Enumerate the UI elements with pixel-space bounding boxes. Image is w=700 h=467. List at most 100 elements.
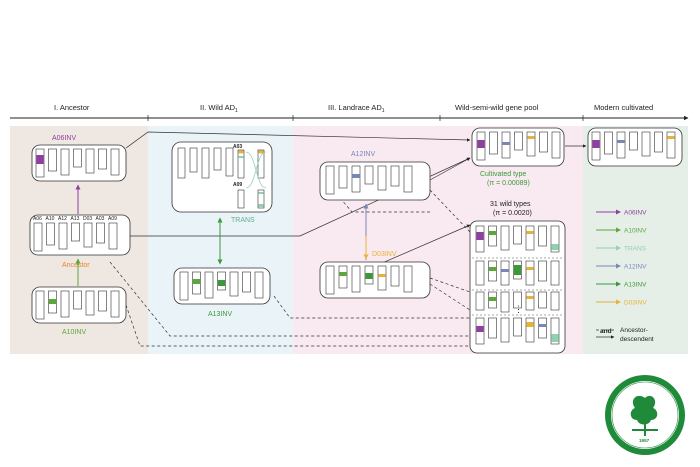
chr-label-a03: A03 (233, 144, 242, 150)
chromosome (550, 317, 560, 345)
chromosome (604, 131, 613, 155)
wild-types-label: 31 wild types (490, 201, 531, 208)
genome-landrace-a12inv (319, 161, 431, 201)
chromosome-label-a13: A13 (71, 216, 80, 222)
inversion-segment (488, 231, 497, 235)
chromosome (513, 291, 522, 309)
genome-a10inv (31, 286, 127, 324)
stage-title-modern: Modern cultivated (594, 103, 653, 112)
chromosome (616, 131, 626, 159)
chromosome (513, 225, 522, 245)
trans-connector (245, 151, 267, 189)
inversion-segment (488, 297, 497, 301)
chromosome (525, 291, 535, 311)
legend-relation-1: Ancestor- (620, 327, 648, 334)
chromosome (71, 222, 80, 242)
chromosome (237, 189, 245, 209)
chromosome (257, 149, 265, 179)
chromosome (254, 271, 264, 299)
label-a12inv: A12INV (351, 151, 375, 158)
chromosome (526, 131, 536, 157)
chromosome (110, 148, 120, 176)
chromosome-label-d03: D03 (83, 216, 92, 222)
inversion-segment (526, 231, 534, 234)
chromosome (85, 290, 95, 316)
label-a06inv: A06INV (52, 135, 76, 142)
inversion-segment (513, 265, 522, 275)
label-trans: TRANS (231, 217, 255, 224)
legend-label: A13INV (624, 282, 647, 289)
genome-a06inv (31, 144, 127, 182)
chromosome (98, 290, 107, 312)
chromosome (325, 265, 335, 295)
chromosome-label-a12: A12 (58, 216, 67, 222)
legend-label: A06INV (624, 210, 647, 217)
chromosome (189, 147, 198, 173)
chr-label-a09: A09 (233, 182, 242, 188)
chromosome (237, 149, 245, 179)
chromosome (242, 271, 251, 293)
chromosome-label-a06: A06 (33, 216, 42, 222)
chromosome (488, 317, 497, 339)
chromosome (539, 131, 548, 153)
chromosome (98, 148, 107, 170)
genome-wild-a13inv (173, 267, 271, 305)
chromosome-label-a09: A09 (108, 216, 117, 222)
chromosome (60, 290, 70, 318)
stage-title-wild: II. Wild AD1 (200, 103, 238, 114)
legend-arrowhead (616, 209, 621, 215)
inversion-segment (378, 274, 386, 277)
inversion-segment (238, 156, 244, 158)
chromosome (377, 165, 387, 191)
chromosome (229, 271, 239, 297)
chromosome (204, 271, 214, 299)
chromosome (58, 222, 68, 250)
chromosome (551, 131, 561, 159)
chromosome (110, 290, 120, 318)
chromosome (488, 225, 497, 247)
inversion-segment (192, 279, 201, 284)
legend-label: D03INV (624, 300, 647, 307)
chromosome (364, 165, 374, 185)
chromosome (108, 222, 118, 250)
inversion-segment (551, 334, 559, 342)
legend: A06INV A10INV TRANS A12INV A13INV D03INV (596, 209, 647, 307)
inversion-segment (477, 140, 485, 148)
chromosome (666, 131, 676, 159)
chromosome (96, 222, 105, 244)
chromosome (513, 317, 522, 337)
chromosome (475, 260, 485, 286)
dashed-connectors (109, 189, 471, 347)
chromosome (500, 225, 510, 251)
inversion-segment (352, 174, 360, 178)
inversion-segment (258, 150, 264, 154)
inversion-segment (258, 204, 264, 207)
institute-logo: 1957 (605, 375, 685, 455)
inversion-segment (258, 192, 264, 194)
inversion-segment (526, 267, 534, 270)
inversion-segment (36, 155, 44, 164)
chromosome (179, 271, 189, 301)
legend-arrowhead (616, 263, 621, 269)
legend-label: A12INV (624, 264, 647, 271)
chromosome (538, 291, 547, 309)
chromosome-label-a03: A03 (96, 216, 105, 222)
inversion-segment (365, 273, 373, 279)
chromosome (257, 189, 265, 209)
chromosome (403, 165, 413, 193)
chromosome (514, 131, 523, 151)
inversion-segment (526, 296, 534, 299)
chromosome (550, 225, 560, 253)
chromosome (85, 148, 95, 174)
inversion-segment (339, 272, 347, 276)
inversion-segment (527, 136, 535, 139)
legend-label: TRANS (624, 246, 647, 253)
chromosome (475, 291, 485, 311)
chromosome (538, 225, 547, 247)
legend-label: A10INV (624, 228, 647, 235)
inversion-segment (592, 140, 600, 148)
chromosome (73, 148, 82, 168)
timeline-ticks (147, 115, 584, 121)
logo-year: 1957 (639, 438, 650, 443)
inversion-segment (526, 322, 534, 327)
